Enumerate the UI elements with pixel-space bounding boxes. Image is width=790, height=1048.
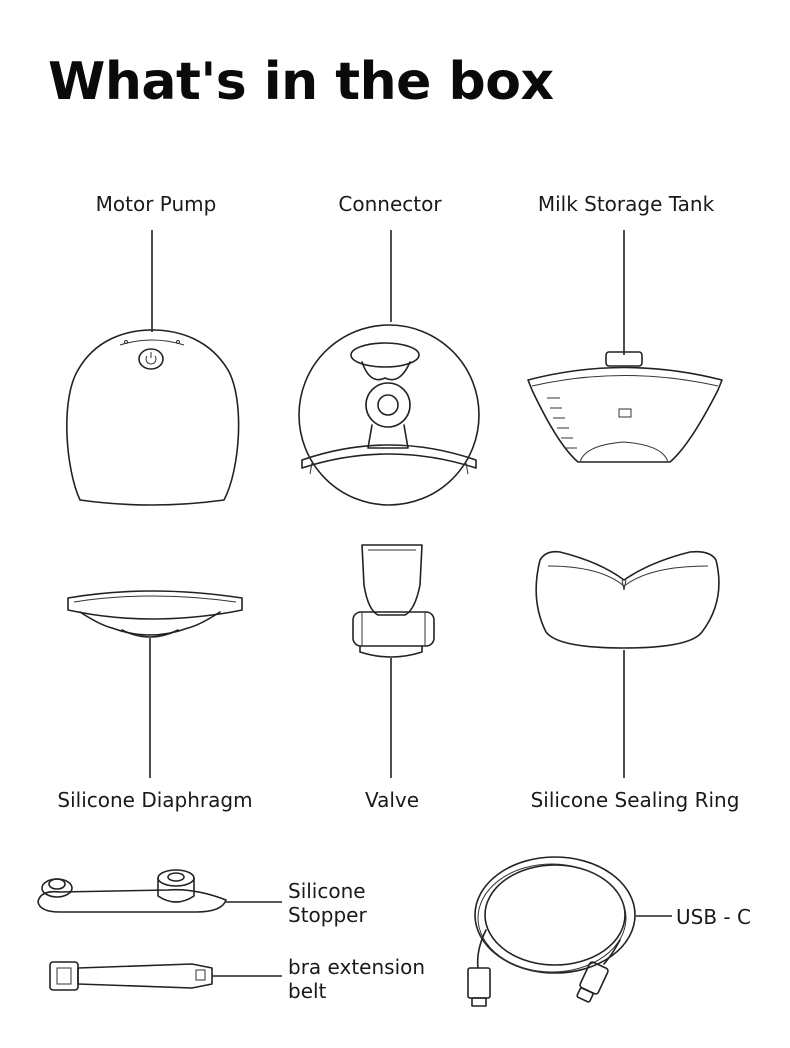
page-title: What's in the box bbox=[48, 52, 554, 112]
label-bra-extension-belt-line2: belt bbox=[288, 979, 327, 1003]
silicone-stopper-illustration bbox=[37, 869, 227, 913]
label-bra-extension-belt-line1: bra extension bbox=[288, 955, 426, 979]
usb-c-cable-illustration bbox=[467, 856, 636, 1007]
label-valve: Valve bbox=[364, 788, 420, 812]
bra-extension-belt-illustration bbox=[49, 961, 213, 991]
power-icon bbox=[138, 348, 164, 370]
leader-lines bbox=[149, 230, 672, 977]
connector-illustration bbox=[298, 324, 480, 506]
label-silicone-sealing-ring: Silicone Sealing Ring bbox=[530, 788, 740, 812]
label-milk-storage-tank: Milk Storage Tank bbox=[537, 192, 715, 216]
silicone-diaphragm-illustration bbox=[67, 590, 243, 638]
label-usb-c: USB - C bbox=[676, 905, 751, 929]
label-silicone-stopper: Silicone Stopper bbox=[288, 879, 367, 927]
motor-pump-illustration bbox=[66, 329, 240, 506]
label-motor-pump: Motor Pump bbox=[95, 192, 217, 216]
label-silicone-stopper-line2: Stopper bbox=[288, 903, 367, 927]
label-connector: Connector bbox=[338, 192, 442, 216]
milk-storage-tank-illustration bbox=[527, 351, 723, 463]
valve-illustration bbox=[352, 544, 435, 658]
silicone-sealing-ring-illustration bbox=[535, 550, 720, 649]
label-silicone-stopper-line1: Silicone bbox=[288, 879, 366, 903]
label-bra-extension-belt: bra extension belt bbox=[288, 955, 425, 1003]
label-silicone-diaphragm: Silicone Diaphragm bbox=[57, 788, 253, 812]
